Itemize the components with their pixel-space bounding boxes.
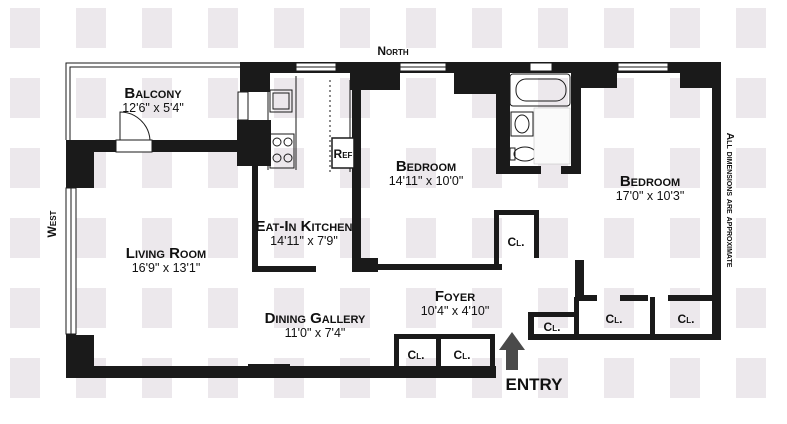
watermark-tile	[208, 8, 238, 48]
watermark-tile	[670, 148, 700, 188]
entry-label: ENTRY	[506, 375, 564, 394]
closet-label: Cl.	[544, 320, 561, 334]
refrigerator-icon: Ref	[331, 137, 355, 169]
watermark-tile	[736, 288, 766, 328]
watermark-tile	[406, 78, 436, 118]
closet-label: Cl.	[508, 235, 525, 249]
watermark-tile	[604, 8, 634, 48]
closet-label: Cl.	[606, 312, 623, 326]
watermark-tile	[736, 78, 766, 118]
watermark-tile	[76, 78, 106, 118]
watermark-tile	[76, 288, 106, 328]
watermark-tile	[670, 8, 700, 48]
closet-label: Cl.	[454, 348, 471, 362]
watermark-tile	[604, 218, 634, 258]
watermark-tile	[274, 218, 304, 258]
watermark-tile	[274, 8, 304, 48]
bedroom-1-dimensions: 14'11" x 10'0"	[389, 174, 464, 188]
closet-label: Cl.	[408, 348, 425, 362]
watermark-tile	[538, 358, 568, 398]
closet-label: Cl.	[678, 312, 695, 326]
watermark-tile	[604, 148, 634, 188]
living-room-name: Living Room	[126, 245, 206, 262]
balcony-dimensions: 12'6" x 5'4"	[122, 101, 184, 115]
watermark-tile	[670, 358, 700, 398]
watermark-tile	[142, 8, 172, 48]
kitchen-fixtures: Ref	[267, 76, 355, 172]
watermark-tile	[736, 358, 766, 398]
kitchen-name: Eat-In Kitchen	[256, 218, 353, 235]
watermark-tile	[142, 288, 172, 328]
watermark-tile	[76, 8, 106, 48]
dining-gallery-name: Dining Gallery	[265, 310, 366, 327]
balcony-door[interactable]	[115, 111, 153, 153]
watermark-tile	[604, 358, 634, 398]
watermark-tile	[538, 218, 568, 258]
entry-arrow-icon	[499, 332, 525, 370]
watermark-tile	[670, 218, 700, 258]
walls	[66, 62, 721, 378]
closet-labels: Cl. Cl. Cl. Cl. Cl. Cl.	[408, 235, 695, 362]
watermark-tile	[274, 288, 304, 328]
watermark-tile	[76, 218, 106, 258]
watermark-tile	[406, 218, 436, 258]
watermark-tile	[736, 148, 766, 188]
watermark-tile	[538, 8, 568, 48]
bedroom-1-name: Bedroom	[396, 158, 456, 175]
bath-tile-floor	[533, 107, 571, 165]
watermark-tile	[340, 8, 370, 48]
watermark-tile	[10, 288, 40, 328]
watermark-tile	[142, 148, 172, 188]
watermark-tile	[472, 8, 502, 48]
watermark-tile	[340, 288, 370, 328]
balcony-outline	[65, 62, 240, 140]
kitchen-dimensions: 14'11" x 7'9"	[270, 234, 338, 248]
watermark-tile	[10, 358, 40, 398]
sink-icon	[510, 111, 534, 137]
watermark-tile	[538, 288, 568, 328]
windows	[65, 62, 669, 335]
watermark-tile	[10, 78, 40, 118]
watermark-tile	[736, 218, 766, 258]
watermark-tile	[142, 78, 172, 118]
refrigerator-label: Ref	[334, 147, 353, 161]
watermark-tile	[208, 218, 238, 258]
bathtub-icon	[509, 73, 571, 107]
bathroom-fixtures	[509, 73, 571, 165]
living-room-dimensions: 16'9" x 13'1"	[132, 261, 201, 275]
foyer-name: Foyer	[435, 288, 475, 305]
watermark-tile	[10, 218, 40, 258]
dimensions-note: All dimensions are approximate	[724, 133, 736, 268]
watermark-tile	[10, 8, 40, 48]
watermark-tile	[472, 288, 502, 328]
watermark-tile	[208, 148, 238, 188]
watermark-tile	[406, 8, 436, 48]
bedroom-2-dimensions: 17'0" x 10'3"	[616, 189, 685, 203]
toilet-icon	[509, 146, 537, 162]
stove-icon	[269, 133, 295, 169]
west-label: West	[45, 210, 59, 237]
watermark-tile	[142, 218, 172, 258]
balcony-name: Balcony	[124, 85, 182, 102]
room-labels: Balcony 12'6" x 5'4" Living Room 16'9" x…	[122, 85, 684, 340]
watermark-tile	[736, 8, 766, 48]
dining-gallery-dimensions: 11'0" x 7'4"	[285, 326, 346, 340]
watermark-tile	[670, 288, 700, 328]
bedroom-2-name: Bedroom	[620, 173, 680, 190]
watermark-tile	[208, 288, 238, 328]
watermark-tile	[406, 148, 436, 188]
foyer-dimensions: 10'4" x 4'10"	[421, 304, 490, 318]
watermark-tile	[604, 288, 634, 328]
watermark-tile	[10, 148, 40, 188]
watermark-tile	[406, 288, 436, 328]
north-label: North	[377, 44, 409, 58]
watermark-tile	[208, 78, 238, 118]
